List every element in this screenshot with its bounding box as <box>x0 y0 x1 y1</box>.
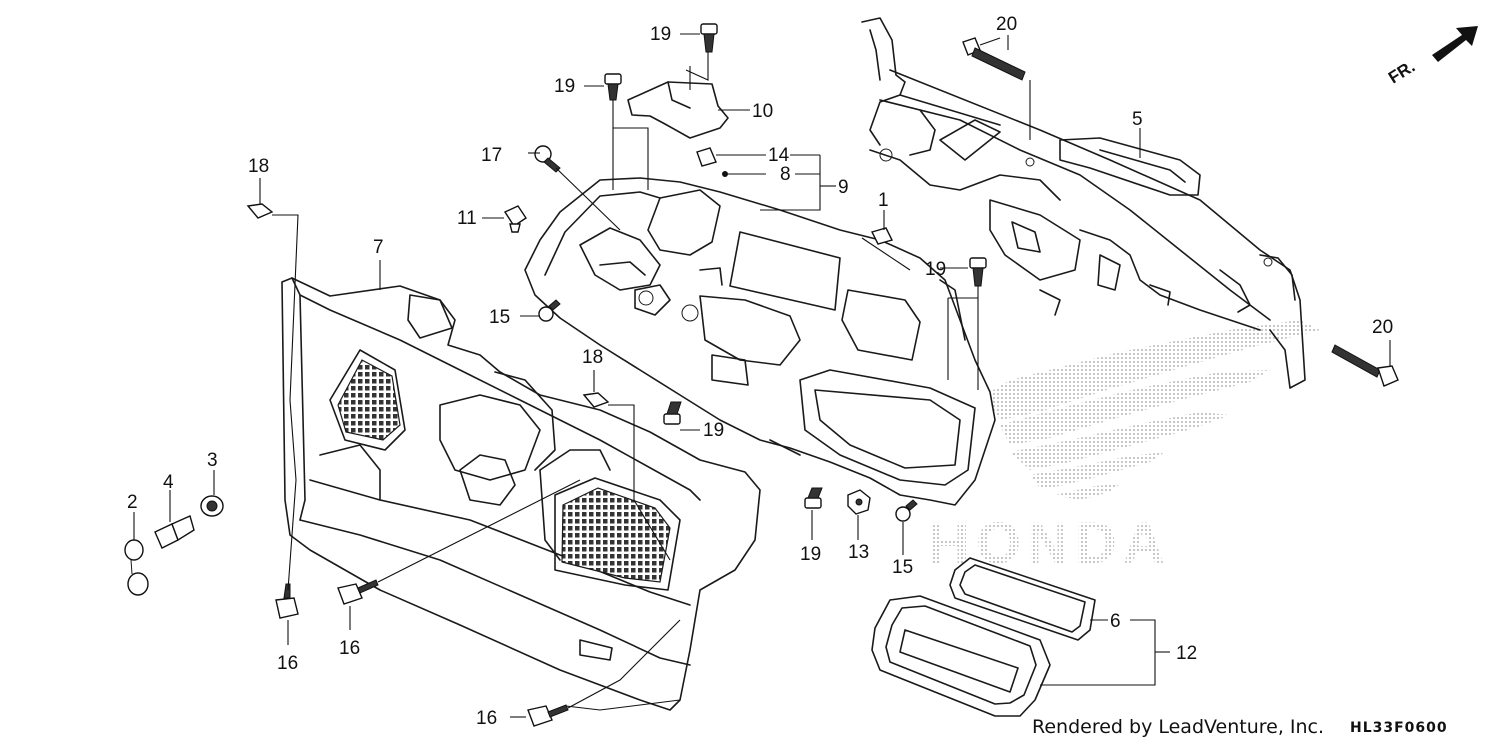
bolt-16-a-icon <box>275 583 299 619</box>
callout-16-c: 16 <box>476 708 497 729</box>
bolt-20-b-icon <box>1331 344 1399 387</box>
fastener-19-b-icon <box>969 257 987 287</box>
leader-lines <box>133 33 1391 718</box>
callout-20-b: 20 <box>1372 317 1393 338</box>
screw-15-b-icon <box>895 499 918 522</box>
fastener-19-top-icon <box>700 23 718 53</box>
bolt-20-top-icon <box>962 37 1026 81</box>
part-12-seal-frame <box>871 595 1051 717</box>
callout-18-a: 18 <box>248 156 269 177</box>
part-7-lower-panel <box>281 277 761 711</box>
callout-6: 6 <box>1110 611 1121 632</box>
callout-18-b: 18 <box>582 347 603 368</box>
fasteners <box>124 23 1399 727</box>
front-label: FR. <box>1385 57 1418 88</box>
callout-12: 12 <box>1176 643 1197 664</box>
part-9-dashboard-panel <box>524 177 996 506</box>
fastener-19-a-icon <box>604 73 622 101</box>
bolt-16-c-icon <box>527 704 569 727</box>
callout-19-a: 19 <box>554 76 575 97</box>
callout-labels: 19 19 10 20 5 17 14 8 9 18 11 1 7 19 15 … <box>127 14 1393 729</box>
callout-16-a: 16 <box>277 653 298 674</box>
clip-18-a-icon <box>246 203 274 219</box>
callout-19-d: 19 <box>800 544 821 565</box>
callout-19-c: 19 <box>703 420 724 441</box>
fastener-19-d-icon <box>804 487 823 509</box>
clip-14-icon <box>696 147 717 167</box>
diagram-code: HL33F0600 <box>1350 720 1448 736</box>
clip-1-icon <box>870 227 894 245</box>
front-arrow-icon <box>1432 26 1478 62</box>
callout-3: 3 <box>207 450 218 471</box>
clip-18-b-icon <box>582 392 610 408</box>
callout-4: 4 <box>163 472 174 493</box>
callout-19-top: 19 <box>650 24 671 45</box>
callout-15-b: 15 <box>892 557 913 578</box>
bushing-4-icon <box>154 515 195 549</box>
washer-2-icon <box>124 539 149 596</box>
callout-8: 8 <box>780 164 791 185</box>
part-5-dash-frame <box>861 17 1306 389</box>
clip-11-icon <box>503 205 527 233</box>
callout-17: 17 <box>481 145 502 166</box>
callout-9: 9 <box>838 177 849 198</box>
screw-15-a-icon <box>538 299 561 322</box>
nut-13-icon <box>847 489 871 515</box>
callout-10: 10 <box>752 101 773 122</box>
part-6-seal <box>949 557 1096 641</box>
callout-7: 7 <box>373 237 384 258</box>
callout-20-top: 20 <box>996 14 1017 35</box>
part-8-dot-icon <box>722 171 728 177</box>
bolt-16-b-icon <box>337 579 379 605</box>
callout-1: 1 <box>878 190 889 211</box>
callout-5: 5 <box>1132 109 1143 130</box>
part-10-cover <box>627 81 729 139</box>
callout-13: 13 <box>848 542 869 563</box>
callout-15-a: 15 <box>489 307 510 328</box>
grommet-3-icon <box>200 495 224 517</box>
honda-wing-watermark <box>985 320 1320 500</box>
callout-19-b: 19 <box>925 259 946 280</box>
front-direction-marker: FR. <box>1385 26 1478 87</box>
fastener-19-c-icon <box>663 401 682 425</box>
callout-14: 14 <box>768 145 790 166</box>
callout-2: 2 <box>127 492 138 513</box>
render-credit: Rendered by LeadVenture, Inc. <box>1032 716 1324 738</box>
callout-16-b: 16 <box>339 638 360 659</box>
callout-11: 11 <box>457 208 477 229</box>
